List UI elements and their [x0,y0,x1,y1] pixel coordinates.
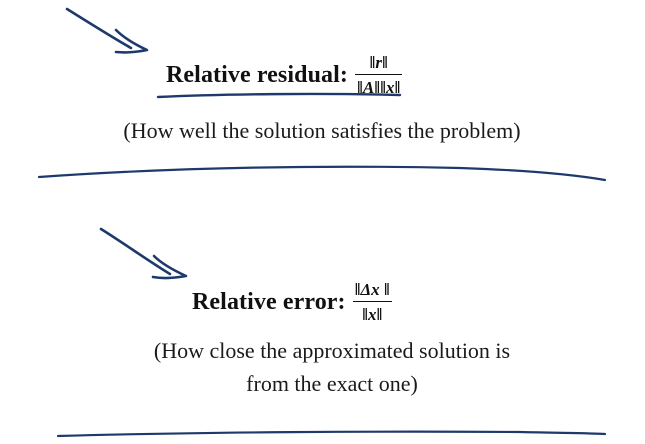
relative-error-definition: Relative error: ‖Δx ‖ ‖x‖ [192,281,392,323]
relative-residual-description: (How well the solution satisfies the pro… [22,114,622,147]
description-line: (How close the approximated solution is [153,338,511,363]
relative-residual-label: Relative residual: [166,61,348,88]
separator-line-1 [37,165,607,182]
description-line: (How well the solution satisfies the pro… [123,118,521,143]
arrow-to-residual [65,7,133,50]
separator-line-2 [56,430,607,438]
formula-numerator: ‖Δx ‖ [354,280,390,299]
relative-residual-definition: Relative residual: ‖r‖ ‖A‖‖x‖ [166,53,403,98]
arrow-to-error-head [151,254,188,280]
relative-error-formula: ‖Δx ‖ ‖x‖ [352,280,392,325]
formula-denominator: ‖A‖‖x‖ [357,78,401,98]
description-line: from the exact one) [246,371,418,396]
fraction-bar [352,301,392,303]
fraction-bar [355,74,403,76]
relative-error-label: Relative error: [192,288,346,315]
arrow-to-residual-head [114,28,149,54]
relative-residual-formula: ‖r‖ ‖A‖‖x‖ [355,53,403,98]
relative-error-description: (How close the approximated solution is … [42,334,622,400]
formula-numerator: ‖r‖ [369,53,388,72]
arrow-to-error [99,227,172,276]
formula-denominator: ‖x‖ [362,305,383,325]
